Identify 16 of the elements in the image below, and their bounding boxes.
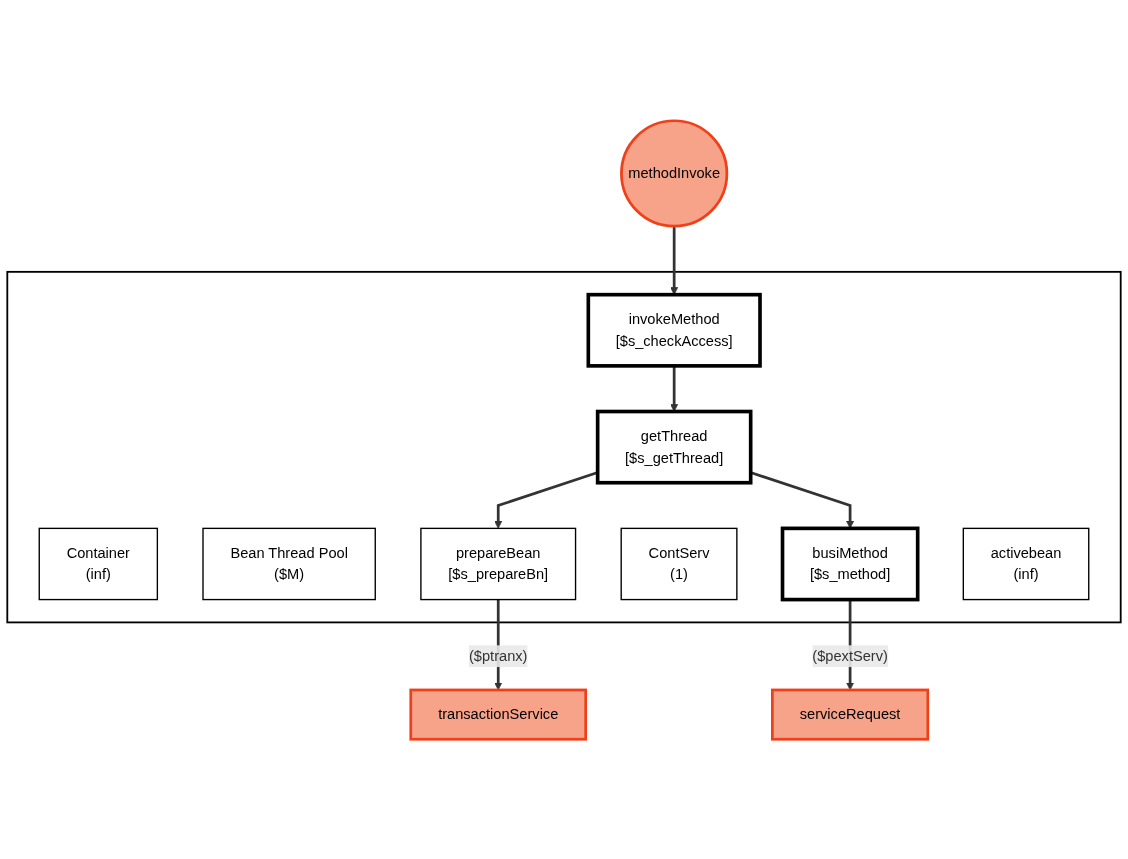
node-box: ContServ (1)	[620, 527, 738, 600]
arrow	[670, 365, 679, 412]
node-box: invokeMethod [$s_checkAccess]	[586, 292, 762, 368]
edge-label: ($pextServ)	[812, 647, 888, 663]
node-box: getThread [$s_getThread]	[595, 409, 753, 485]
node-box: Bean Thread Pool ($M)	[202, 527, 376, 600]
node-box: activebean (inf)	[962, 527, 1090, 600]
arrow	[670, 225, 679, 295]
cluster	[6, 270, 1122, 623]
node-circle: methodInvoke	[620, 118, 729, 228]
node-box: prepareBean [$s_prepareBn]	[420, 527, 577, 600]
node-box: serviceRequest	[771, 688, 930, 741]
node-box: transactionService	[409, 688, 588, 741]
node-box: busiMethod [$s_method]	[780, 526, 920, 601]
node-box: Container (inf)	[38, 527, 159, 600]
edge-label: ($ptranx)	[469, 647, 528, 663]
